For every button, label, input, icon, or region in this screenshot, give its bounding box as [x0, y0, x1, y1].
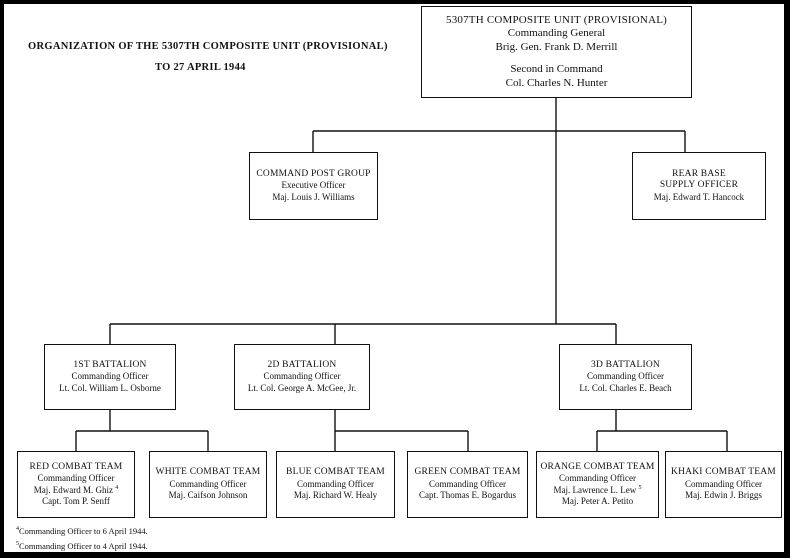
blue-team-person: Maj. Richard W. Healy: [293, 490, 378, 501]
white-team-person: Maj. Caifson Johnson: [168, 490, 248, 501]
red-team-role: Commanding Officer: [37, 473, 115, 483]
battalion-1-name: 1ST BATTALION: [73, 359, 147, 370]
green-combat-team-box: GREEN COMBAT TEAM Commanding Officer Cap…: [407, 451, 528, 518]
command-post-name: COMMAND POST GROUP: [256, 168, 371, 179]
org-chart-sheet: ORGANIZATION OF THE 5307TH COMPOSITE UNI…: [4, 4, 784, 552]
khaki-team-name: KHAKI COMBAT TEAM: [671, 467, 776, 478]
white-team-name: WHITE COMBAT TEAM: [155, 467, 261, 478]
orange-combat-team-box: ORANGE COMBAT TEAM Commanding Officer Ma…: [536, 451, 659, 518]
blue-team-name: BLUE COMBAT TEAM: [286, 467, 385, 478]
khaki-team-role: Commanding Officer: [684, 478, 763, 489]
white-team-role: Commanding Officer: [169, 478, 247, 489]
command-post-role: Executive Officer: [281, 180, 346, 191]
red-team-name: RED COMBAT TEAM: [29, 461, 123, 472]
connector-lines: [75, 98, 728, 451]
footnote-mark-4: 4: [115, 484, 119, 491]
footnote-1: 4Commanding Officer to 6 April 1944.: [16, 526, 148, 536]
battalion-2-role: Commanding Officer: [263, 371, 341, 382]
green-team-role: Commanding Officer: [428, 478, 507, 489]
battalion-1-role: Commanding Officer: [71, 371, 149, 382]
battalion-2-box: 2D BATTALION Commanding Officer Lt. Col.…: [234, 344, 370, 410]
hq-role-1: Commanding General: [507, 27, 606, 40]
hq-box: 5307TH COMPOSITE UNIT (PROVISIONAL) Comm…: [421, 6, 692, 98]
rear-base-name-2: SUPPLY OFFICER: [659, 180, 739, 191]
battalion-3-name: 3D BATTALION: [591, 359, 660, 370]
rear-base-box: REAR BASE SUPPLY OFFICER Maj. Edward T. …: [632, 152, 766, 220]
orange-team-person-1: Maj. Lawrence L. Lew 5: [553, 484, 642, 495]
red-combat-team-box: RED COMBAT TEAM Commanding Officer Maj. …: [17, 451, 135, 518]
hq-person-1: Brig. Gen. Frank D. Merrill: [495, 40, 618, 53]
hq-name: 5307TH COMPOSITE UNIT (PROVISIONAL): [446, 13, 667, 26]
chart-subtitle: TO 27 APRIL 1944: [155, 62, 246, 73]
green-team-name: GREEN COMBAT TEAM: [414, 467, 521, 478]
chart-title: ORGANIZATION OF THE 5307TH COMPOSITE UNI…: [28, 41, 388, 52]
rear-base-name-1: REAR BASE: [672, 168, 726, 179]
khaki-team-person: Maj. Edwin J. Briggs: [685, 490, 762, 501]
hq-role-2: Second in Command: [510, 63, 603, 76]
red-team-person-1: Maj. Edward M. Ghiz 4: [33, 484, 119, 495]
command-post-person: Maj. Louis J. Williams: [272, 191, 355, 202]
orange-team-person-2: Maj. Peter A. Petito: [561, 496, 634, 506]
orange-team-name: ORANGE COMBAT TEAM: [540, 461, 655, 472]
battalion-2-name: 2D BATTALION: [267, 359, 337, 370]
blue-team-role: Commanding Officer: [296, 478, 375, 489]
hq-person-2: Col. Charles N. Hunter: [505, 76, 608, 89]
footnote-2: 5Commanding Officer to 4 April 1944.: [16, 541, 148, 551]
command-post-box: COMMAND POST GROUP Executive Officer Maj…: [249, 152, 378, 220]
footnote-mark-5: 5: [638, 484, 642, 491]
rear-base-person: Maj. Edward T. Hancock: [653, 191, 745, 202]
red-team-person-2: Capt. Tom P. Senff: [42, 496, 110, 506]
khaki-combat-team-box: KHAKI COMBAT TEAM Commanding Officer Maj…: [665, 451, 782, 518]
battalion-1-box: 1ST BATTALION Commanding Officer Lt. Col…: [44, 344, 176, 410]
battalion-1-person: Lt. Col. William L. Osborne: [59, 382, 161, 393]
battalion-3-box: 3D BATTALION Commanding Officer Lt. Col.…: [559, 344, 692, 410]
battalion-3-role: Commanding Officer: [586, 371, 665, 382]
blue-combat-team-box: BLUE COMBAT TEAM Commanding Officer Maj.…: [276, 451, 395, 518]
white-combat-team-box: WHITE COMBAT TEAM Commanding Officer Maj…: [149, 451, 267, 518]
orange-team-role: Commanding Officer: [558, 473, 637, 483]
battalion-2-person: Lt. Col. George A. McGee, Jr.: [247, 382, 357, 393]
green-team-person: Capt. Thomas E. Bogardus: [418, 490, 517, 501]
battalion-3-person: Lt. Col. Charles E. Beach: [579, 382, 672, 393]
